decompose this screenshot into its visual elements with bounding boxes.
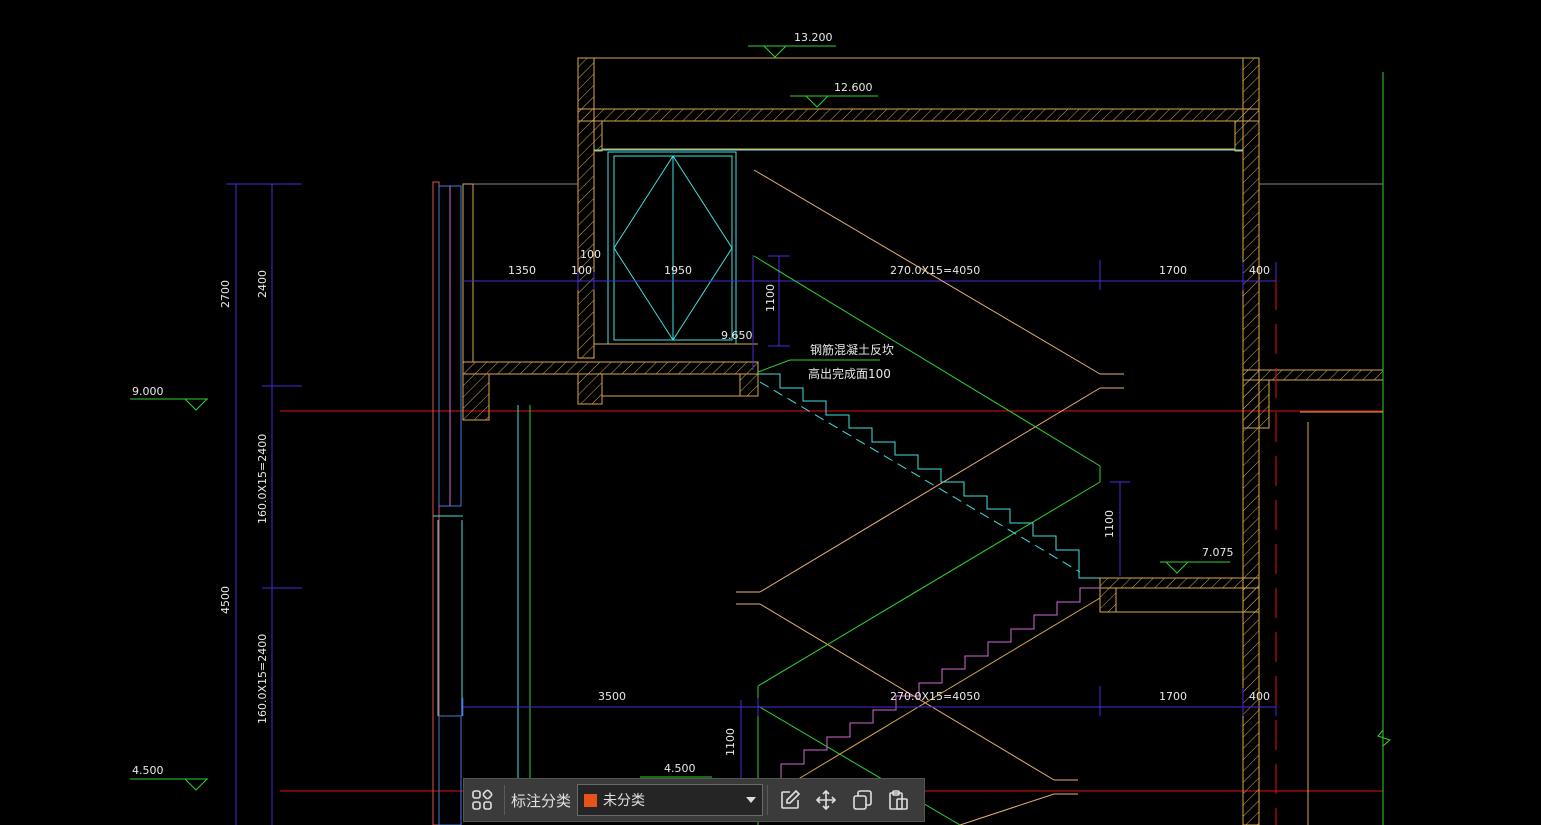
dim-v1: 2700 bbox=[219, 280, 232, 308]
note-line1: 钢筋混凝土反坎 bbox=[810, 342, 894, 357]
dim-u2: 100 bbox=[571, 264, 592, 277]
elev-window-sill: 9.650 bbox=[721, 329, 753, 342]
annotation-toolbar: 标注分类 未分类 bbox=[463, 778, 925, 822]
elevation-marker-9 bbox=[130, 398, 208, 411]
lower-dimension-chain bbox=[462, 686, 1277, 716]
category-dropdown[interactable]: 未分类 bbox=[577, 784, 764, 816]
dim-u6: 400 bbox=[1249, 264, 1270, 277]
dim-v4: 160.0X15=2400 bbox=[256, 434, 269, 524]
elevation-marker-landing bbox=[1160, 561, 1230, 574]
note-leader bbox=[757, 359, 880, 373]
copy-icon[interactable] bbox=[844, 782, 880, 818]
railing-dim-upper bbox=[740, 255, 1130, 790]
stair-slab-upper bbox=[759, 381, 1081, 573]
dim-v7: 1100 bbox=[1103, 510, 1116, 538]
dim-v2: 2400 bbox=[256, 270, 269, 298]
dim-u4: 270.0X15=4050 bbox=[890, 264, 980, 277]
left-dimension-chain bbox=[226, 183, 302, 825]
elev-level-4: 4.500 bbox=[132, 764, 164, 777]
dim-l1: 3500 bbox=[598, 690, 626, 703]
elev-level-9: 9.000 bbox=[132, 385, 164, 398]
window-elevation bbox=[594, 151, 758, 345]
dim-u7: 100 bbox=[580, 248, 601, 261]
elev-level-4-mid: 4.500 bbox=[664, 762, 696, 775]
elevation-marker-top bbox=[748, 45, 836, 58]
edit-icon[interactable] bbox=[772, 782, 808, 818]
stair-treads-upper bbox=[758, 373, 1100, 579]
dim-l3: 1700 bbox=[1159, 690, 1187, 703]
chevron-down-icon bbox=[746, 797, 757, 803]
dim-v8: 1100 bbox=[724, 728, 737, 756]
right-facade bbox=[1259, 72, 1391, 825]
elevation-marker-roof bbox=[790, 95, 878, 108]
stair-railing bbox=[517, 255, 1101, 825]
paste-icon[interactable] bbox=[880, 782, 916, 818]
category-value: 未分类 bbox=[603, 793, 646, 809]
dim-l4: 400 bbox=[1249, 690, 1270, 703]
dim-v5: 160.0X15=2400 bbox=[256, 634, 269, 724]
elevation-marker-4 bbox=[130, 778, 208, 791]
dim-v3: 4500 bbox=[219, 586, 232, 614]
dim-v6: 1100 bbox=[764, 284, 777, 312]
dim-u5: 1700 bbox=[1159, 264, 1187, 277]
category-label: 标注分类 bbox=[511, 791, 572, 810]
note-line2: 高出完成面100 bbox=[808, 366, 891, 381]
dim-l2: 270.0X15=4050 bbox=[890, 690, 980, 703]
stair-flight-lines bbox=[736, 169, 1124, 825]
toolbar-divider bbox=[767, 785, 769, 815]
left-facade bbox=[432, 181, 578, 825]
dim-u1: 1350 bbox=[508, 264, 536, 277]
stair-treads-lower bbox=[780, 587, 1100, 778]
move-icon[interactable] bbox=[808, 782, 844, 818]
elev-landing: 7.075 bbox=[1202, 546, 1234, 559]
toolbar-divider bbox=[504, 785, 505, 815]
roof-structure bbox=[462, 57, 1384, 825]
grid-icon[interactable] bbox=[464, 782, 500, 818]
stair-slab-lower bbox=[789, 597, 1101, 785]
elev-top-roof: 13.200 bbox=[794, 31, 833, 44]
elev-roof-slab: 12.600 bbox=[834, 81, 873, 94]
category-color-swatch bbox=[584, 793, 598, 807]
dim-u3: 1950 bbox=[664, 264, 692, 277]
